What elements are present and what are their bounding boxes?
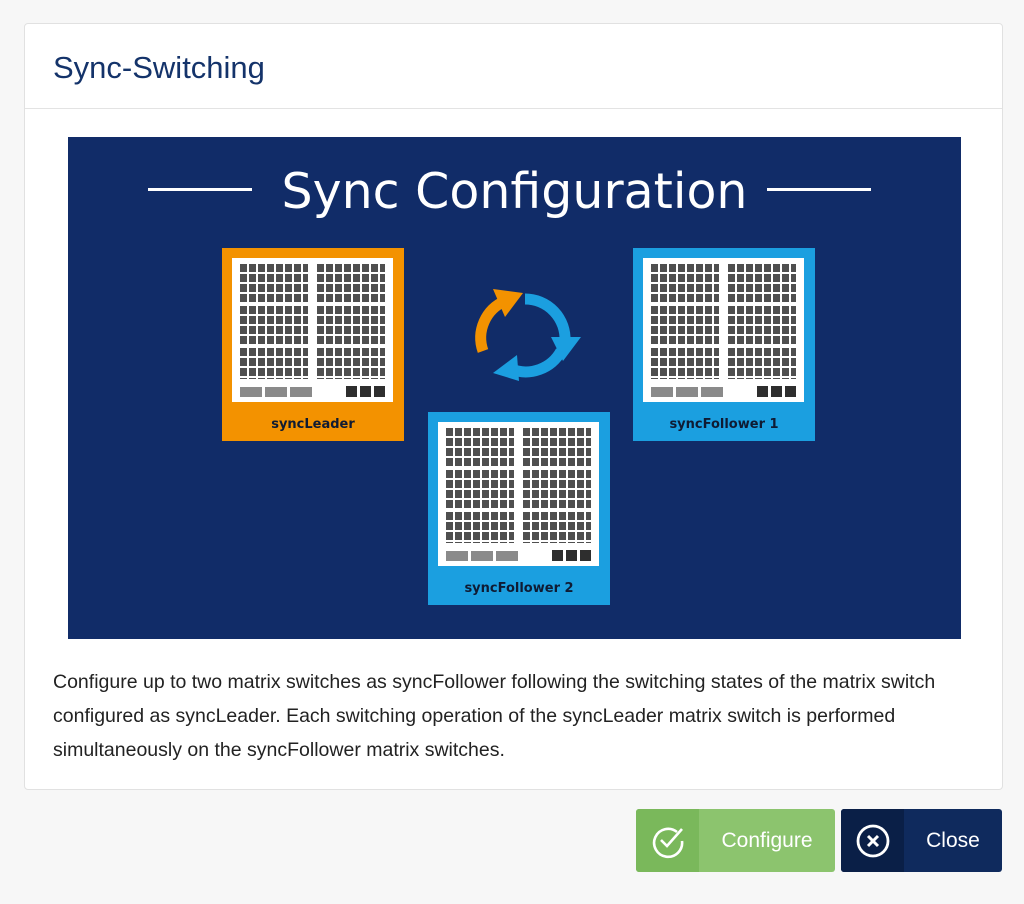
banner-rule-left [148, 188, 252, 191]
sync-arrows-icon [475, 289, 581, 381]
configure-button-label: Configure [721, 828, 813, 852]
sync-follower-1-label: syncFollower 1 [669, 417, 779, 432]
configure-button[interactable]: Configure [636, 809, 835, 872]
matrix-switch-icon [643, 258, 804, 402]
banner-title: Sync Configuration [281, 163, 748, 220]
banner-rule-right [767, 188, 871, 191]
sync-follower-2-label: syncFollower 2 [464, 581, 574, 596]
check-circle-icon [636, 809, 699, 872]
sync-leader-label: syncLeader [271, 417, 355, 432]
matrix-switch-icon [438, 422, 599, 566]
sync-follower-1-device: syncFollower 1 [633, 248, 815, 441]
close-button[interactable]: Close [841, 809, 1002, 872]
sync-leader-device: syncLeader [222, 248, 404, 441]
dialog-header: Sync-Switching [25, 24, 1002, 109]
matrix-switch-icon [232, 258, 393, 402]
close-circle-icon [841, 809, 904, 872]
sync-switching-dialog: Sync-Switching Sync Configuration syncLe… [24, 23, 1003, 790]
sync-configuration-banner: Sync Configuration syncLeader [68, 137, 961, 639]
dialog-title: Sync-Switching [53, 50, 265, 85]
dialog-description: Configure up to two matrix switches as s… [53, 671, 936, 761]
close-button-label: Close [926, 828, 980, 852]
sync-follower-2-device: syncFollower 2 [428, 412, 610, 605]
